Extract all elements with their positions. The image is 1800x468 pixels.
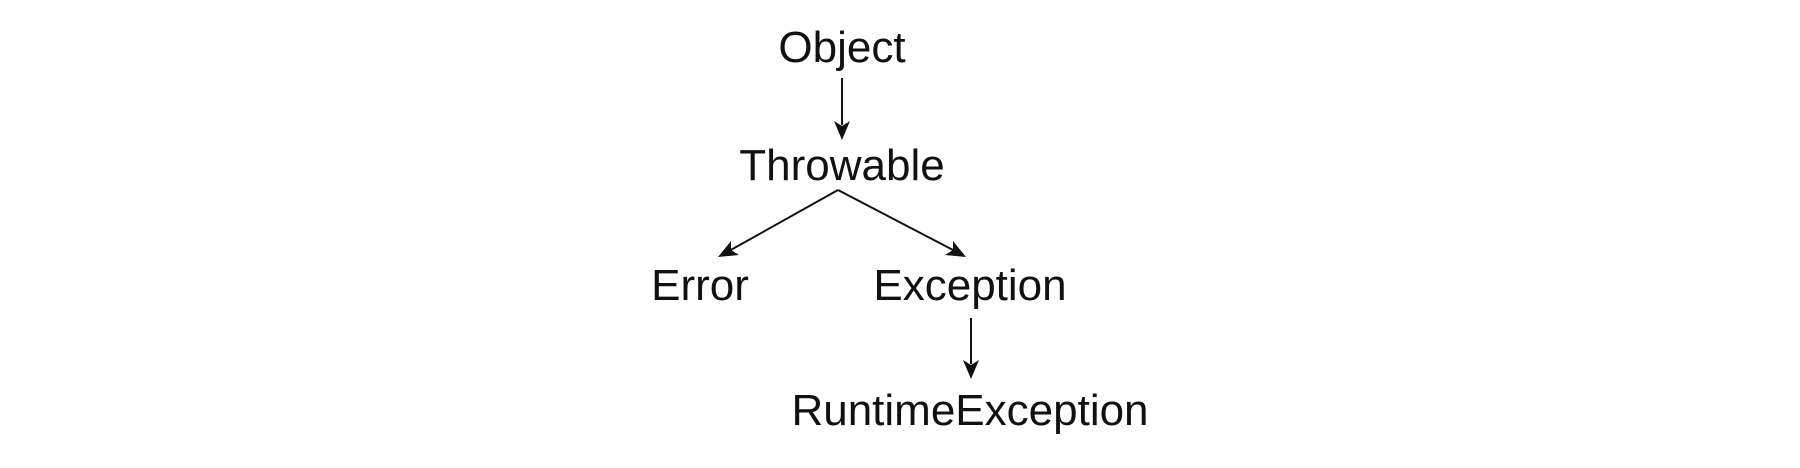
node-runtime-exception: RuntimeException — [791, 386, 1149, 435]
node-error: Error — [651, 261, 749, 310]
edge-exception-runtimeexception — [963, 318, 979, 379]
node-object: Object — [778, 23, 906, 72]
edge-object-throwable — [834, 78, 850, 140]
edge-throwable-exception — [837, 189, 966, 257]
node-throwable: Throwable — [739, 141, 945, 190]
node-exception: Exception — [873, 261, 1067, 310]
edge-throwable-error — [718, 189, 839, 257]
